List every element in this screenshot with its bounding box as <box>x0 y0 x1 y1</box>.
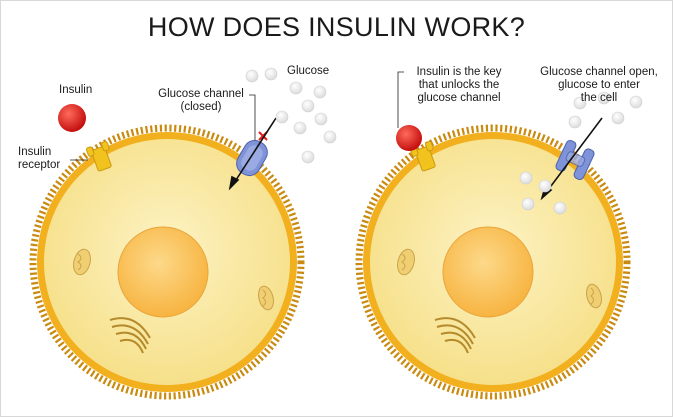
insulin-molecule-free <box>58 104 86 132</box>
right-mitochondrion-1 <box>397 248 415 276</box>
right-golgi <box>434 317 476 354</box>
insulin-key-label-line-1: Insulin is the key <box>416 66 502 78</box>
insulin-receptor-label: Insulin receptor <box>18 146 60 172</box>
left-entry-arrow <box>228 117 277 191</box>
left-golgi <box>109 317 151 354</box>
left-insulin-receptor <box>85 140 112 172</box>
glucose-label: Glucose <box>287 65 330 77</box>
glucose-channel-open-label: Glucose channel open, glucose to enter t… <box>534 66 664 105</box>
right-mitochondrion-2 <box>586 283 602 309</box>
left-cell <box>29 124 305 400</box>
right-glucose-channel-open <box>555 139 595 181</box>
glucose-channel-closed-label: Glucose channel (closed) <box>153 88 249 114</box>
left-cell-nucleus <box>117 226 209 318</box>
insulin-label: Insulin <box>59 84 93 96</box>
insulin-receptor-label-line-2: receptor <box>18 159 61 171</box>
insulin-key-label-line-3: glucose channel <box>417 92 501 104</box>
right-cell-nucleus <box>442 226 534 318</box>
right-glucose-outside <box>568 91 643 129</box>
right-glucose-inside <box>519 171 567 215</box>
left-mitochondrion-1 <box>73 248 91 276</box>
insulin-key-label-line-2: that unlocks the <box>418 79 500 91</box>
glucose-channel-open-label-line-1: Glucose channel open, <box>540 66 658 78</box>
glucose-channel-closed-label-line-1: Glucose channel <box>158 88 244 100</box>
right-cell-membrane-bumps <box>355 124 631 400</box>
glucose-channel-closed-label-line-2: (closed) <box>180 101 222 113</box>
figure-title: HOW DOES INSULIN WORK? <box>147 12 526 42</box>
right-insulin-receptor <box>409 140 436 172</box>
insulin-key-label: Insulin is the key that unlocks the gluc… <box>409 66 509 105</box>
glucose-channel-open-label-line-2: glucose to enter <box>558 79 640 91</box>
left-cell-membrane-bumps <box>29 124 305 400</box>
left-mitochondrion-2 <box>258 285 274 311</box>
insulin-receptor-label-line-1: Insulin <box>18 146 52 158</box>
leader-lines <box>70 71 404 161</box>
insulin-molecule-bound <box>396 125 422 151</box>
glucose-channel-open-label-line-3: the cell <box>580 92 618 104</box>
left-glucose-cluster <box>245 67 337 164</box>
right-cell <box>355 124 631 400</box>
